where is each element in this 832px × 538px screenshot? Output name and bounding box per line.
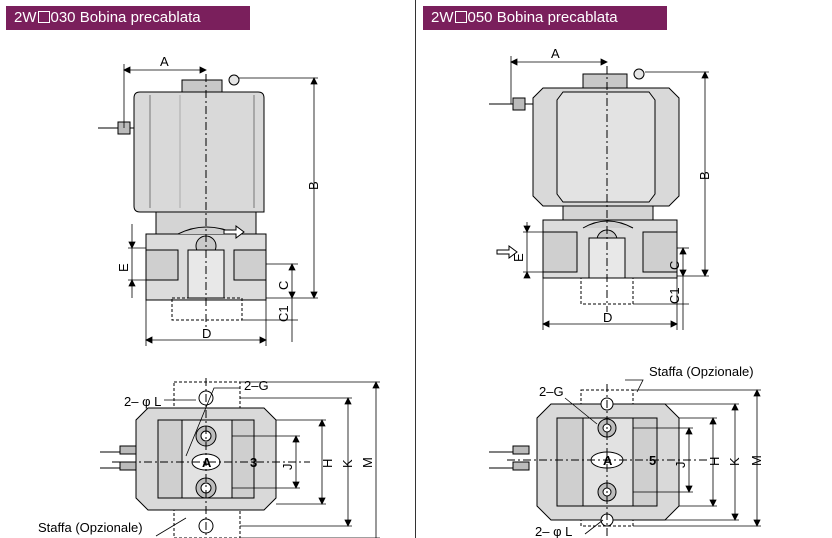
top-view-2w030 (100, 378, 310, 538)
label-2g: 2–G (539, 384, 564, 399)
dim-c1: C1 (276, 305, 291, 322)
dim-e: E (511, 253, 526, 262)
title-suffix: 050 Bobina precablata (467, 9, 618, 26)
dim-h: H (707, 457, 722, 466)
port-number: 5 (649, 453, 656, 468)
arrow-mark: A (202, 455, 212, 470)
port-number: 3 (250, 455, 257, 470)
side-view-2w030 (98, 74, 267, 330)
top-dims-2w050 (564, 379, 761, 535)
square-icon (37, 11, 50, 23)
dim-c: C (667, 261, 682, 270)
dim-a: A (551, 46, 560, 61)
dim-m: M (749, 455, 764, 466)
panel-2w050: 2W 050 Bobina precablata (417, 0, 832, 538)
arrow-mark: A (603, 453, 613, 468)
drawing-2w030: A B C C1 D E (38, 54, 380, 538)
dim-d: D (202, 326, 211, 341)
dim-e: E (116, 263, 131, 272)
dim-k: K (727, 457, 742, 466)
top-dims-2w030 (155, 381, 380, 538)
dim-j: J (280, 464, 295, 471)
dim-b: B (697, 171, 712, 180)
title-prefix: 2W (14, 9, 37, 26)
label-2l: 2– φ L (124, 394, 161, 409)
dim-c1: C1 (667, 287, 682, 304)
bracket-label: Staffa (Opzionale) (38, 520, 143, 535)
side-dims-2w030 (123, 64, 318, 346)
drawing-2w050: A B C C1 D E A 5 (489, 46, 764, 538)
dim-k: K (340, 459, 355, 468)
label-2g: 2–G (244, 378, 269, 393)
dim-b: B (306, 181, 321, 190)
dim-h: H (320, 459, 335, 468)
dim-c: C (276, 281, 291, 290)
title-prefix: 2W (431, 9, 454, 26)
top-view-2w050 (489, 384, 707, 538)
side-view-2w050 (489, 66, 680, 312)
bracket-label: Staffa (Opzionale) (649, 364, 754, 379)
header-2w050: 2W 050 Bobina precablata (423, 6, 667, 30)
header-2w030: 2W 030 Bobina precablata (6, 6, 250, 30)
panel-2w030: 2W 030 Bobina precablata (6, 0, 416, 538)
dim-d: D (603, 310, 612, 325)
square-icon (454, 11, 467, 23)
side-dims-2w050 (510, 56, 709, 330)
title-suffix: 030 Bobina precablata (50, 9, 201, 26)
dim-a: A (160, 54, 169, 69)
dim-j: J (673, 462, 688, 469)
dim-m: M (360, 457, 375, 468)
label-2l: 2– φ L (535, 524, 572, 538)
